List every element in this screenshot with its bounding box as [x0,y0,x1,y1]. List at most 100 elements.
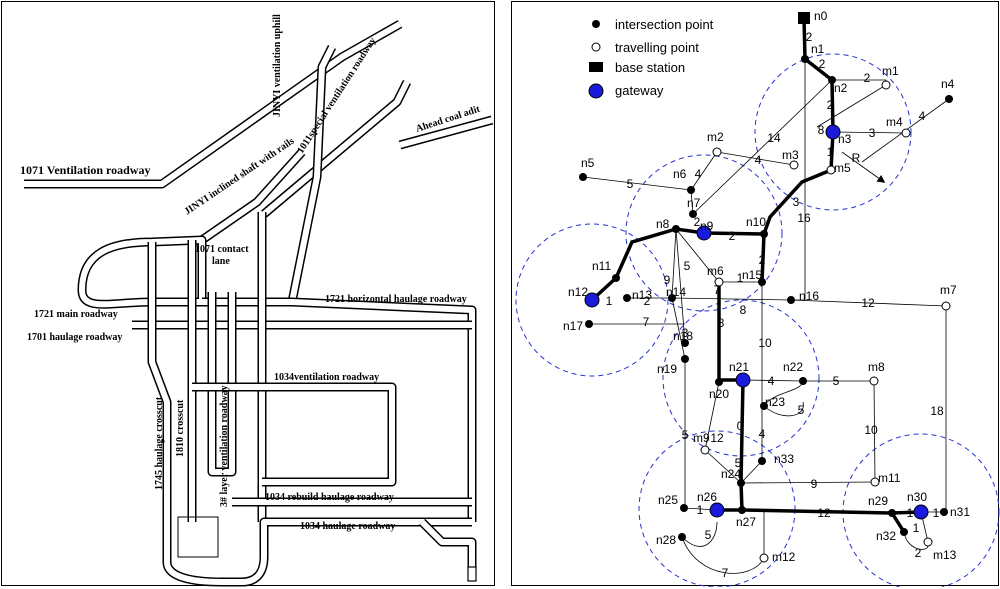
road-inclined-shaft [24,20,403,189]
node-n12-label: n12 [568,285,588,299]
edge-weight-label: 3 [869,126,876,140]
node-m4-marker [901,128,911,138]
label-jinyi-uphill: JINYI ventilation uphill [272,14,283,117]
node-m5-label: m5 [834,161,851,175]
node-m6-label: m6 [707,264,724,278]
node-n5-marker [579,173,587,181]
legend-base-marker [589,62,603,72]
coverage-n21 [662,299,820,457]
bottom-chamber [177,516,219,558]
node-n16-label: n16 [799,289,819,303]
node-m13-label: m13 [933,548,957,562]
legend-travelling-label: travelling point [615,40,699,55]
node-n22-marker [799,377,807,385]
label-haulage-1034: 1034 haulage roadway [300,521,395,532]
node-n24-marker [737,479,745,487]
coverage-n9 [625,154,783,312]
legend: intersection point travelling point base… [588,17,714,99]
node-m3-marker [789,160,799,170]
node-m1-label: m1 [882,64,899,78]
node-n28-label: n28 [656,533,676,547]
edge-weight-label: 10 [864,423,878,437]
node-n6-label: n6 [673,167,687,181]
edge-weight-label: 10 [758,336,772,350]
node-n5-label: n5 [581,156,595,170]
node-n32-marker [900,528,908,536]
node-n29-marker [888,509,896,517]
label-layer-vent: 3# layer ventilation roadway [219,385,230,507]
node-m11-label: m11 [878,471,901,485]
node-n27-marker [738,506,746,514]
edge-weight-label: 5 [627,177,634,191]
node-n26-marker [709,502,725,518]
edge-weight-label: 3 [682,326,689,340]
edge-weight-label: 2 [694,215,701,229]
node-m5-marker [826,165,836,175]
node-n22-label: n22 [783,360,803,374]
legend-base-label: base station [615,60,685,75]
node-n19-label: n19 [657,362,677,376]
legend-intersection-marker [592,20,600,28]
edge-weight-label: 1 [907,506,914,520]
node-n19-marker [681,355,689,363]
node-m4-label: m4 [886,115,903,129]
edge-weight-label: 4 [919,109,926,123]
label-contact-lane-1: 1071 contact [195,244,249,255]
edge-weight-label: 7 [643,315,650,329]
node-n25-marker [680,504,688,512]
edge-weight-label: 1 [827,145,834,159]
node-m11-marker [870,477,880,487]
node-n1-label: n1 [811,42,825,56]
edge-weight-label: 9 [664,273,671,287]
label-contact-lane-2: lane [212,256,230,267]
coverage-n3 [754,53,912,211]
roadway-map-svg: JINYI ventilation uphill 1011special ven… [20,14,494,587]
coverage-n26 [638,430,796,587]
edge-weight-label: 9 [811,477,818,491]
thin-edges [582,59,950,574]
node-m7-label: m7 [940,283,957,297]
edge-weight-label: 5 [684,259,691,273]
node-n25-label: n25 [658,493,678,507]
node-n29-label: n29 [868,494,888,508]
node-n17-label: n17 [563,319,583,333]
node-m8-label: m8 [868,360,885,374]
node-n17-marker [585,320,593,328]
sensor-network-diagram: intersection point travelling point base… [511,1,1000,587]
edge-weight-label: 2 [806,30,813,44]
node-n23-marker [760,402,768,410]
edge-weight-label: 1 [737,271,744,285]
edge-weight-label: 2 [827,98,834,112]
edge-weight-label: 1 [697,503,704,517]
node-n4-label: n4 [941,77,955,91]
node-n28-marker [678,533,686,541]
edge-weight-label: 2 [864,71,871,85]
edge-weight-label: 8 [718,316,725,330]
edge-weight-label: 1 [606,294,613,308]
node-n7-label: n7 [687,196,701,210]
node-m7-marker [941,301,951,311]
node-n18-label: n18 [673,329,693,343]
node-m12-marker [759,553,769,563]
node-n16-marker [787,296,795,304]
legend-gateway-marker [588,83,604,99]
node-n0-marker [798,12,810,24]
node-m9-marker [700,445,710,455]
edge-weight-label: 5 [833,374,840,388]
edge-weight-label: 2 [759,253,766,267]
node-n0-label: n0 [814,9,828,23]
node-n11-label: n11 [592,259,611,273]
label-main-1721: 1721 main roadway [34,309,118,320]
edge-weight-label: 2 [819,57,826,71]
node-m2-label: m2 [707,130,724,144]
edge-weight-label: 12 [861,296,875,310]
edge-weight-label: 4 [755,153,762,167]
label-crosscut-1745: 1745 haulage crosscut [154,396,165,490]
edge-weight-label: 16 [797,211,811,225]
road-1721-horizontal [202,297,477,522]
node-m6-marker [714,277,724,287]
edge-weight-label: 2 [644,294,651,308]
node-n27-label: n27 [736,515,756,529]
node-n23-label: n23 [765,395,785,409]
